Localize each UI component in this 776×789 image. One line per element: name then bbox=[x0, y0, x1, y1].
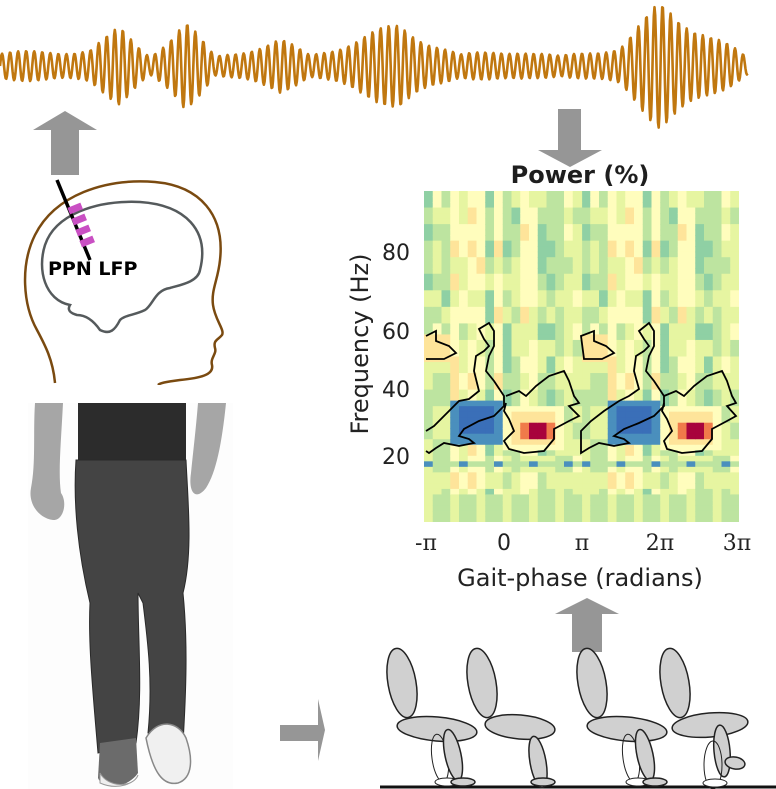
electrode-contacts bbox=[67, 202, 95, 248]
gait-cycle-diagram bbox=[380, 647, 776, 789]
xtick-neg-pi: -π bbox=[415, 531, 437, 556]
xtick-2pi: 2π bbox=[645, 531, 675, 556]
x-axis-label: Gait-phase (radians) bbox=[457, 564, 703, 592]
xtick-3pi: 3π bbox=[722, 531, 752, 556]
ytick-60: 60 bbox=[382, 320, 410, 345]
ytick-20: 20 bbox=[382, 445, 410, 470]
xtick-pi: π bbox=[574, 531, 590, 556]
arrow-down-icon bbox=[538, 109, 602, 167]
lfp-signal-trace bbox=[0, 5, 749, 129]
gait-phase-power-heatmap bbox=[424, 191, 739, 522]
significance-contours bbox=[425, 321, 738, 455]
xtick-0: 0 bbox=[497, 531, 511, 556]
arrow-up-icon bbox=[555, 598, 619, 652]
ytick-40: 40 bbox=[382, 378, 410, 403]
y-axis-label: Frequency (Hz) bbox=[346, 253, 374, 435]
ppn-lfp-label: PPN LFP bbox=[48, 258, 138, 280]
heatmap-title: Power (%) bbox=[510, 161, 650, 189]
arrow-right-icon bbox=[280, 699, 325, 761]
walking-person-illustration bbox=[28, 403, 233, 789]
arrow-up-icon bbox=[33, 111, 97, 175]
head-brain-illustration bbox=[23, 179, 224, 385]
ytick-80: 80 bbox=[382, 241, 410, 266]
